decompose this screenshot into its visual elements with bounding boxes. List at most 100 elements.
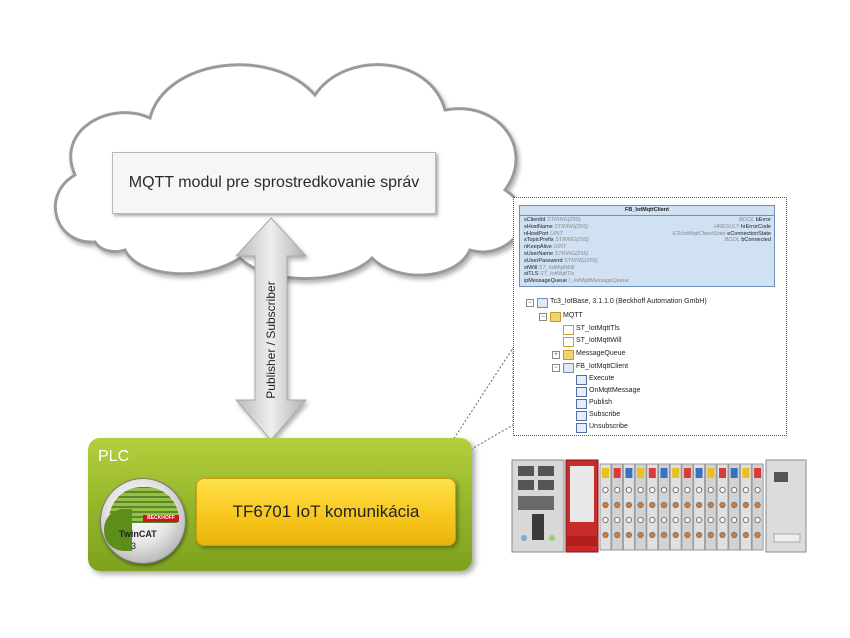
twincat-logo-band (104, 509, 132, 551)
method-icon (576, 387, 587, 397)
fb-output-pin: BOOL bConnected (725, 237, 771, 243)
tree-method-item[interactable]: Subscribe (589, 411, 621, 418)
fb-input-pin: nHostPort UINT (524, 231, 563, 237)
tree-method-item[interactable]: Execute (589, 375, 615, 382)
struct-icon (563, 325, 574, 335)
terminal-contact (731, 486, 738, 494)
fb-input-type: STRING(255) (564, 257, 598, 264)
fb-input-pin: stTLS ST_IotMqttTls (524, 271, 574, 277)
terminal-contact (672, 531, 679, 539)
terminal-contact (731, 516, 738, 524)
terminal-contact (696, 516, 703, 524)
tree-fb-label[interactable]: FB_IotMqttClient (576, 363, 629, 370)
collapse-icon[interactable]: − (526, 299, 534, 307)
fb-output-type: ETcIotMqttClientState (672, 230, 728, 237)
tree-subfolder-label[interactable]: MessageQueue (576, 350, 626, 357)
library-tree: − Tc3_IotBase, 3.1.1.0 (Beckhoff Automat… (520, 296, 780, 433)
terminal-contact (696, 531, 703, 539)
tree-folder-label[interactable]: MQTT (563, 312, 583, 319)
terminal-contact (754, 516, 761, 524)
terminal-contact (625, 501, 633, 509)
mqtt-broker-box: MQTT modul pre sprostredkovanie správ (112, 152, 436, 214)
fb-output-type: BOOL (724, 237, 742, 244)
fb-output-name: bConnected (741, 237, 771, 244)
function-block-title: FB_IotMqttClient (520, 206, 774, 216)
terminal-label-strip (660, 468, 668, 478)
terminal-contact (602, 516, 609, 524)
fb-output-name: bError (755, 217, 771, 223)
fb-input-name: ipMessageQueue (524, 278, 569, 285)
terminal-contact (672, 486, 679, 494)
terminal-contact (649, 501, 656, 509)
terminal-label-strip (672, 468, 680, 478)
terminal-contact (614, 501, 621, 509)
terminal-contact (696, 486, 703, 494)
terminal-label-strip (602, 468, 609, 478)
tree-root-label[interactable]: Tc3_IotBase, 3.1.1.0 (Beckhoff Automatio… (550, 298, 707, 305)
tree-method-item[interactable]: Unsubscribe (589, 423, 628, 430)
mqtt-broker-label: MQTT modul pre sprostredkovanie správ (128, 174, 420, 191)
fb-input-name: sUserName (524, 251, 555, 257)
terminal-contact (672, 516, 679, 524)
terminal-label-strip (707, 468, 715, 478)
tree-struct-item[interactable]: ST_IotMqttTls (576, 325, 620, 332)
fb-input-name: stWill (524, 264, 539, 271)
terminal-contact (649, 516, 656, 524)
fb-input-name: sTopicPrefix (524, 237, 556, 244)
terminal-contact (684, 531, 691, 539)
terminal-label-strip (625, 468, 633, 478)
fb-input-type: STRING(255) (554, 251, 589, 257)
publisher-subscriber-label: Publisher / Subscriber (264, 281, 278, 399)
terminal-contact (637, 531, 644, 539)
terminal-contact (660, 516, 668, 524)
method-icon (576, 375, 587, 385)
fb-input-pin: sHostName STRING(255) (524, 224, 588, 230)
iot-communication-box: TF6701 IoT komunikácia (196, 478, 456, 546)
fb-output-pin: HRESULT hrErrorCode (714, 224, 771, 230)
terminal-contact (719, 516, 726, 524)
terminal-contact (625, 516, 633, 524)
terminal-label-strip (648, 468, 656, 478)
terminal-contact (742, 501, 749, 509)
fb-input-pin: sUserName STRING(255) (524, 251, 588, 257)
fb-input-pin: sTopicPrefix STRING(255) (524, 237, 589, 243)
fb-input-type: I_IotMqttMessageQueue (568, 278, 629, 285)
terminal-contact (637, 501, 644, 509)
fb-input-pin: sClientId STRING(255) (524, 217, 581, 223)
library-icon (537, 298, 548, 308)
terminal-contact (742, 516, 749, 524)
terminal-contact (754, 531, 761, 539)
fb-input-pin: nKeepAlive UINT (524, 244, 566, 250)
terminal-contact (719, 501, 726, 509)
tree-method-item[interactable]: Publish (589, 399, 612, 406)
terminal-contact (625, 486, 633, 494)
fb-input-name: sUserPassword (524, 257, 565, 264)
folder-icon (563, 350, 574, 360)
terminal-label-strip (695, 468, 703, 478)
twincat-logo-version: 3 (131, 541, 137, 551)
terminal-contact (649, 486, 656, 494)
tree-struct-item[interactable]: ST_IotMqttWill (576, 337, 622, 344)
tree-method-item[interactable]: OnMqttMessage (589, 387, 641, 394)
terminal-contact (625, 531, 633, 539)
expand-icon[interactable]: + (552, 351, 560, 359)
terminal-contact (742, 531, 749, 539)
terminal-contact (731, 501, 738, 509)
beckhoff-logo-mark: BECKHOFF (143, 515, 179, 522)
fb-input-pin: ipMessageQueue I_IotMqttMessageQueue (524, 278, 629, 284)
terminal-contact (660, 501, 668, 509)
fb-input-type: UINT (553, 244, 567, 251)
fb-input-type: STRING(255) (554, 223, 588, 230)
terminal-label-strip (719, 468, 726, 478)
terminal-contact (672, 501, 679, 509)
fb-input-type: STRING(255) (555, 237, 589, 244)
fb-input-name: nHostPort (524, 230, 550, 237)
fb-output-type: BOOL (739, 217, 756, 223)
terminal-contact (660, 486, 668, 494)
fb-input-type: STRING(255) (546, 217, 581, 223)
fb-output-type: HRESULT (713, 223, 741, 230)
terminal-contact (754, 486, 761, 494)
collapse-icon[interactable]: − (552, 364, 560, 372)
collapse-icon[interactable]: − (539, 313, 547, 321)
fb-output-name: eConnectionState (727, 230, 771, 237)
